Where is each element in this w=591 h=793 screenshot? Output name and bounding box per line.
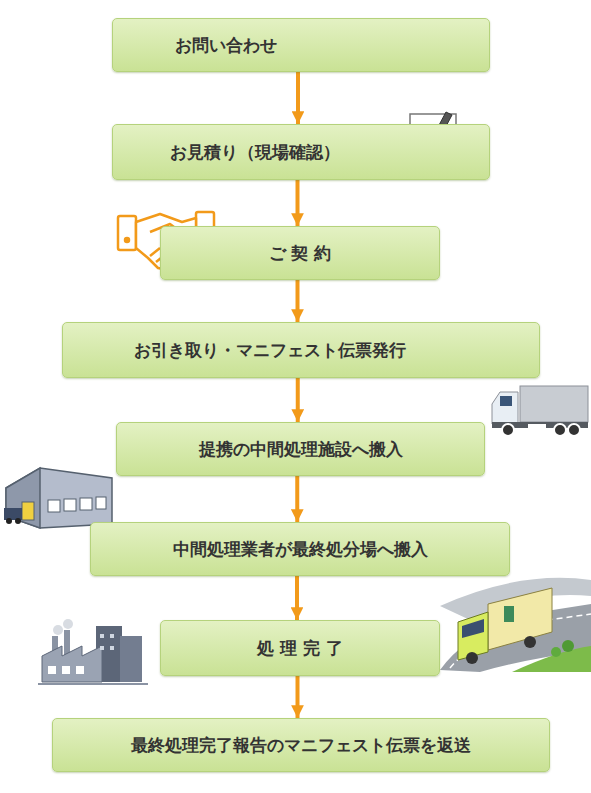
truck-icon-part: [502, 424, 514, 436]
factory-icon-part: [120, 636, 142, 682]
flow-arrow: [296, 378, 300, 422]
road-truck-scene-part: [512, 646, 591, 672]
factory-icon-part: [48, 666, 56, 674]
factory-icon-part: [62, 666, 70, 674]
warehouse-icon-part: [4, 508, 22, 520]
step-label: お見積り（現場確認）: [170, 142, 340, 162]
road-truck-scene-part: [504, 606, 514, 622]
flow-arrow: [295, 576, 299, 620]
truck-icon-part: [520, 386, 588, 422]
process-box: 処 理 完 了: [160, 620, 440, 676]
truck-icon: [492, 386, 588, 436]
factory-icon: [38, 619, 148, 684]
factory-icon-part: [100, 646, 104, 650]
flow-arrow: [295, 476, 299, 522]
process-box: お引き取り・マニフェスト伝票発行: [62, 322, 540, 378]
process-box: 提携の中間処理施設へ搬入: [116, 422, 485, 476]
factory-icon-part: [38, 683, 148, 685]
truck-icon-part: [492, 392, 518, 424]
road-truck-scene: [440, 578, 591, 672]
flow-arrow: [296, 676, 300, 718]
road-truck-scene-part: [551, 647, 561, 657]
road-truck-scene-part: [524, 636, 536, 648]
road-truck-scene-part: [488, 588, 552, 650]
truck-icon-part: [528, 424, 546, 429]
factory-icon-part: [100, 634, 104, 638]
road-truck-scene-part: [562, 640, 574, 652]
step-label: 処 理 完 了: [257, 638, 343, 658]
warehouse-icon-part: [15, 518, 21, 524]
factory-icon-part: [76, 666, 84, 674]
warehouse-icon: [4, 468, 112, 528]
step-label: 最終処理完了報告のマニフェスト伝票を返送: [131, 735, 471, 755]
warehouse-icon-part: [6, 468, 40, 528]
process-box: 中間処理業者が最終処分場へ搬入: [90, 522, 510, 576]
process-box: お見積り（現場確認）: [112, 124, 490, 180]
warehouse-icon-part: [64, 499, 76, 511]
process-box: お問い合わせ: [112, 18, 490, 72]
truck-icon-part: [500, 396, 512, 406]
factory-icon-part: [110, 646, 114, 650]
flow-arrow: [296, 180, 300, 226]
step-label: ご 契 約: [269, 243, 332, 263]
step-label: 中間処理業者が最終処分場へ搬入: [173, 539, 428, 559]
step-label: お問い合わせ: [175, 35, 277, 55]
warehouse-icon-part: [80, 498, 92, 510]
factory-icon-part: [110, 634, 114, 638]
road-truck-scene-part: [466, 652, 478, 664]
warehouse-icon-part: [48, 500, 60, 512]
truck-icon-part: [554, 424, 566, 436]
process-box: 最終処理完了報告のマニフェスト伝票を返送: [52, 718, 550, 772]
warehouse-icon-part: [6, 518, 12, 524]
warehouse-icon-part: [22, 502, 34, 520]
step-label: 提携の中間処理施設へ搬入: [199, 439, 403, 459]
process-box: ご 契 約: [160, 226, 440, 280]
road-truck-scene-part: [462, 619, 484, 638]
handshake-icon-part: [118, 216, 136, 250]
factory-icon-part: [63, 619, 73, 629]
flow-arrow: [296, 72, 300, 124]
flow-arrow: [296, 280, 300, 322]
factory-icon-part: [53, 625, 63, 635]
truck-icon-part: [568, 424, 580, 436]
factory-icon-part: [42, 646, 102, 682]
handshake-icon-part: [125, 238, 129, 242]
warehouse-icon-part: [96, 497, 106, 509]
step-label: お引き取り・マニフェスト伝票発行: [134, 340, 406, 360]
